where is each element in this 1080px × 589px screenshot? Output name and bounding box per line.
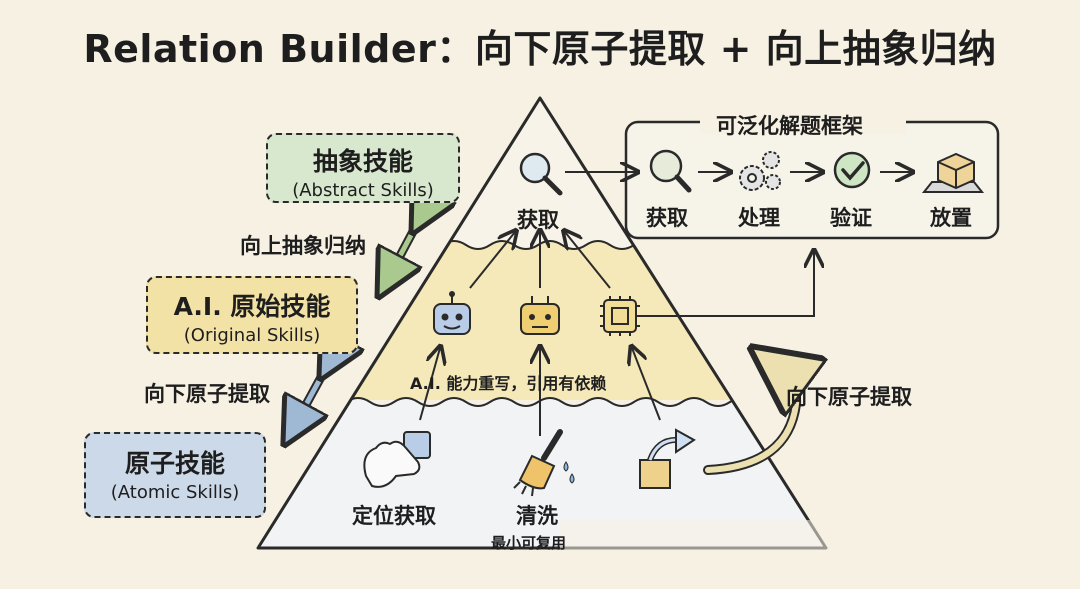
original-skills-tag: A.I. 原始技能 (Original Skills) [146, 276, 358, 354]
framework-step-place: 放置 [930, 206, 972, 230]
atomic-skills-tag: 原子技能 (Atomic Skills) [84, 432, 266, 518]
atomic-skills-en: (Atomic Skills) [110, 482, 240, 503]
down-extract-right-label: 向下原子提取 [786, 385, 912, 409]
framework-box-place-icon [921, 152, 985, 193]
magnifier-icon [519, 152, 563, 196]
up-induction-label: 向上抽象归纳 [240, 234, 366, 258]
page-title: Relation Builder：向下原子提取 + 向上抽象归纳 [83, 27, 997, 71]
original-skills-zh: A.I. 原始技能 [173, 292, 331, 321]
original-skills-en: (Original Skills) [183, 325, 321, 346]
framework-title: 可泛化解题框架 [716, 114, 863, 138]
chip-icon [600, 296, 640, 336]
right-curve-arrow [705, 360, 796, 473]
robot-yellow-icon [520, 296, 560, 335]
bottom-mid-sub-label: 最小可复用 [491, 534, 567, 552]
arrow-robot1-to-top [469, 232, 515, 289]
atomic-skills-zh: 原子技能 [124, 449, 225, 478]
up-induction-arrow [384, 222, 418, 286]
bottom-mid-label: 清洗 [516, 504, 558, 528]
pyramid-top-label: 获取 [517, 208, 559, 232]
hand-grab-icon [363, 431, 431, 488]
abstract-skills-zh: 抽象技能 [312, 147, 413, 176]
arrow-bottom-left-up [419, 348, 440, 421]
framework-check-icon [833, 151, 871, 189]
framework-title-bg [700, 110, 906, 134]
pyramid-outline [256, 96, 828, 550]
down-extract-left-arrow [290, 368, 326, 434]
framework-step-fetch: 获取 [646, 206, 688, 230]
framework-gears-icon [739, 151, 781, 191]
bottom-fade [560, 520, 860, 589]
down-extract-left-label: 向下原子提取 [144, 382, 270, 406]
middle-caption: A.I. 能力重写，引用有依赖 [410, 374, 607, 393]
arrow-bottom-right-up [632, 348, 661, 421]
connector-chip-to-framework [640, 252, 814, 317]
arrow-chip-to-top [565, 232, 611, 289]
brush-icon [513, 429, 575, 497]
framework-magnifier-icon [649, 149, 692, 193]
abstract-skills-en: (Abstract Skills) [292, 180, 434, 201]
framework-step-verify: 验证 [830, 206, 872, 230]
box-export-icon [639, 428, 696, 489]
abstract-skills-tag: 抽象技能 (Abstract Skills) [266, 133, 460, 203]
bottom-left-label: 定位获取 [352, 504, 436, 528]
framework-step-process: 处理 [738, 206, 780, 230]
